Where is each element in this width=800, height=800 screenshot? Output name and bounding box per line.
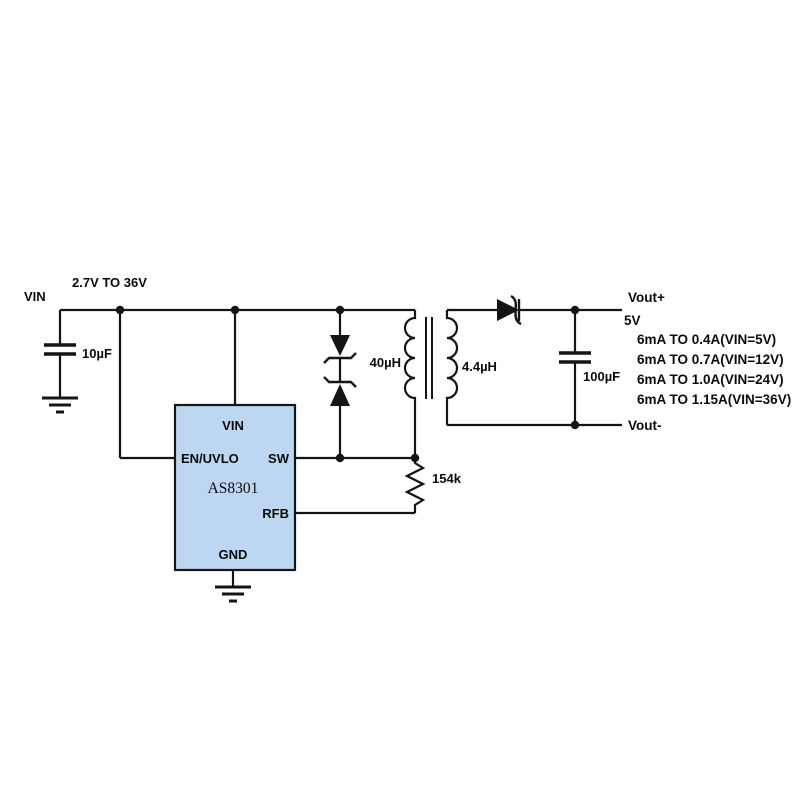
ic-pin-gnd-label: GND [219, 547, 248, 562]
zener-clamp [323, 310, 357, 458]
junction-dot [410, 453, 420, 463]
load-spec-line-1: 6mA TO 0.4A(VIN=5V) [637, 332, 776, 347]
primary-winding [403, 310, 417, 458]
output-voltage-label: 5V [624, 313, 641, 328]
zener-bottom-triangle [330, 384, 350, 406]
zener-bottom-cathode-bar [323, 376, 357, 388]
load-spec-line-3: 6mA TO 1.0A(VIN=24V) [637, 372, 784, 387]
input-cap-label: 10µF [82, 346, 112, 361]
vin-net-label: VIN [24, 289, 46, 304]
ic-pin-rfb-label: RFB [262, 506, 289, 521]
output-diode-schottky-mark [510, 294, 522, 326]
ic-pin-sw-label: SW [268, 451, 290, 466]
zener-top-triangle [330, 335, 350, 356]
junction-dot [570, 420, 580, 430]
resistor-154k [404, 458, 426, 513]
resistor-value-label: 154k [432, 471, 462, 486]
input-ground-symbol [42, 396, 78, 414]
junction-dot [115, 305, 125, 315]
output-cap-label: 100µF [583, 369, 620, 384]
ic-pin-vin-label: VIN [222, 418, 244, 433]
junction-dot [230, 305, 240, 315]
ic-ground-symbol [215, 585, 251, 603]
load-spec-line-4: 6mA TO 1.15A(VIN=36V) [637, 392, 791, 407]
junction-dot [335, 453, 345, 463]
output-diode-triangle [497, 299, 519, 321]
junction-dot [335, 305, 345, 315]
secondary-inductance-label: 4.4µH [462, 359, 497, 374]
vout-plus-label: Vout+ [628, 290, 665, 305]
vout-minus-label: Vout- [628, 418, 662, 433]
secondary-winding [445, 310, 459, 425]
ic-part-number: AS8301 [208, 480, 259, 497]
primary-inductance-label: 40µH [370, 355, 401, 370]
ic-pin-en-label: EN/UVLO [181, 451, 239, 466]
flyback-transformer [403, 310, 459, 458]
vin-range-label: 2.7V TO 36V [72, 275, 147, 290]
output-diode [497, 294, 522, 326]
load-spec-line-2: 6mA TO 0.7A(VIN=12V) [637, 352, 784, 367]
junction-dot [570, 305, 580, 315]
